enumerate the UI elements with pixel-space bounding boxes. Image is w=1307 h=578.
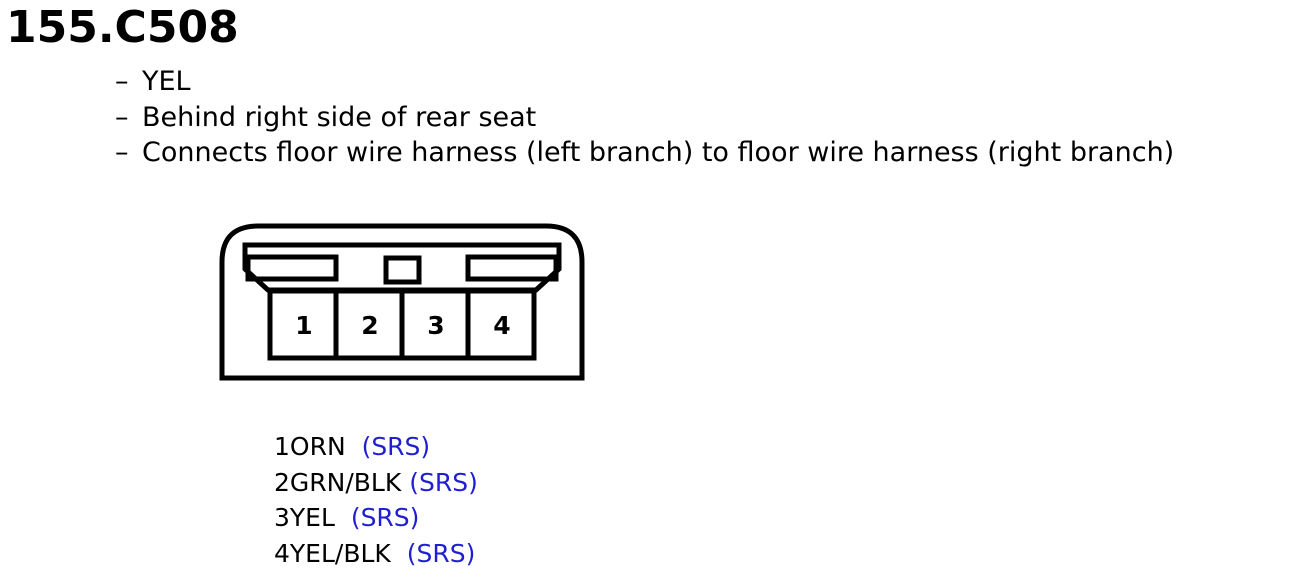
left-lock-slot	[245, 254, 339, 282]
pin-number-2: 2	[361, 311, 378, 340]
detail-text: Behind right side of rear seat	[142, 101, 537, 133]
pin-wire: 2GRN/BLK	[274, 467, 402, 497]
connector-housing	[219, 223, 585, 381]
pin-row: 4YEL/BLK (SRS)	[274, 536, 478, 572]
detail-connection: –Connects floor wire harness (left branc…	[115, 137, 1175, 168]
detail-color: –YEL	[115, 66, 191, 97]
pin-wire: 1ORN	[274, 432, 346, 461]
pin-system: (SRS)	[409, 467, 478, 497]
pin-number-4: 4	[493, 311, 510, 340]
pin-row: 2GRN/BLK (SRS)	[274, 465, 478, 501]
pin-number-3: 3	[427, 311, 444, 340]
detail-text: YEL	[142, 66, 191, 97]
detail-text: Connects floor wire harness (left branch…	[142, 137, 1175, 168]
pin-wire: 4YEL/BLK	[274, 538, 391, 568]
pin-assignment-list: 1ORN (SRS) 2GRN/BLK (SRS) 3YEL (SRS) 4YE…	[274, 429, 478, 571]
pin-wire: 3YEL	[274, 503, 335, 532]
right-lock-slot	[465, 254, 559, 282]
pin-number-1: 1	[295, 311, 312, 340]
center-key	[383, 255, 422, 285]
pin-system: (SRS)	[361, 432, 431, 461]
pin-row: 3YEL (SRS)	[274, 500, 478, 536]
detail-location: –Behind right side of rear seat	[115, 101, 537, 133]
connector-details: –YEL –Behind right side of rear seat –Co…	[115, 64, 1174, 171]
pin-row: 1ORN (SRS)	[274, 429, 478, 465]
pin-system: (SRS)	[406, 538, 476, 568]
pin-cavity-4	[465, 288, 537, 361]
pin-system: (SRS)	[350, 503, 420, 532]
connector-diagram: 1 2 3 4	[219, 223, 585, 381]
connector-title: 155.C508	[6, 2, 239, 53]
